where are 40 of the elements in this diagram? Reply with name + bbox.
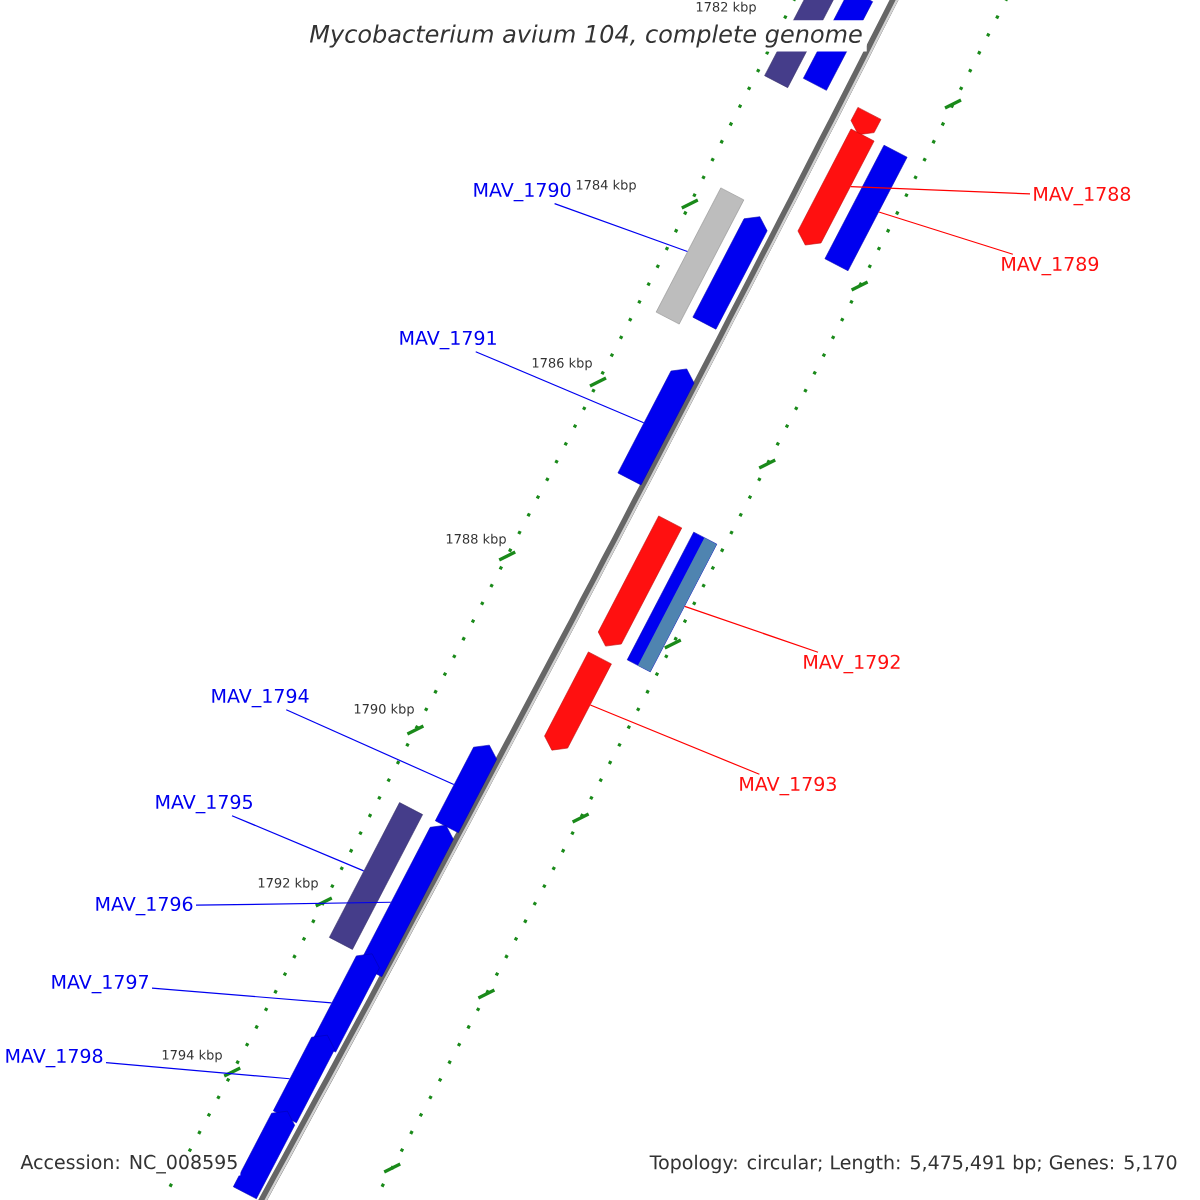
- leader-line: [231, 815, 365, 872]
- gene-label: MAV_1790: [474, 182, 571, 202]
- gene-label: MAV_1794: [212, 688, 309, 708]
- leader-line: [878, 211, 1014, 255]
- gene-bar: [850, 107, 882, 135]
- leader-line: [195, 901, 392, 906]
- gene-bar: [626, 531, 718, 673]
- gene-bar: [312, 953, 380, 1053]
- gene-bar: [597, 515, 683, 647]
- leader-line: [475, 351, 645, 424]
- gene-label: MAV_1798: [6, 1048, 103, 1068]
- gene-bar: [655, 187, 745, 325]
- leader-line: [850, 186, 1031, 195]
- gene-label: MAV_1791: [400, 330, 496, 350]
- leader-line: [285, 709, 455, 786]
- gene-label: MAV_1788: [1034, 186, 1131, 206]
- gene-label: MAV_1793: [740, 776, 836, 796]
- gene-label: MAV_1792: [804, 654, 900, 674]
- gene-label: MAV_1795: [156, 794, 252, 814]
- gene-bar: [273, 1034, 335, 1124]
- gene-bar: [824, 144, 908, 272]
- gene-label: MAV_1797: [52, 974, 148, 994]
- leader-line: [151, 987, 333, 1004]
- gene-label: MAV_1789: [1002, 256, 1099, 276]
- title: Mycobacterium avium 104, complete genome: [305, 20, 867, 52]
- leader-line: [589, 704, 760, 775]
- leader-line: [684, 605, 819, 653]
- gene-label: MAV_1796: [96, 896, 193, 916]
- info-text: Accession: NC_008595: [18, 1152, 241, 1176]
- gene-bar: [617, 368, 695, 486]
- gene-bar: [692, 216, 768, 330]
- info-text: Topology: circular; Length: 5,475,491 bp; Genes: 5,170: [647, 1152, 1180, 1176]
- leader-line: [105, 1061, 291, 1080]
- gene-bar: [797, 128, 875, 246]
- gene-bar: [544, 651, 612, 751]
- leader-line: [554, 203, 688, 253]
- gene-bar: [358, 824, 454, 977]
- gene-bar: [233, 1110, 295, 1200]
- gene-bar: [329, 802, 423, 950]
- gene-bar: [435, 744, 497, 834]
